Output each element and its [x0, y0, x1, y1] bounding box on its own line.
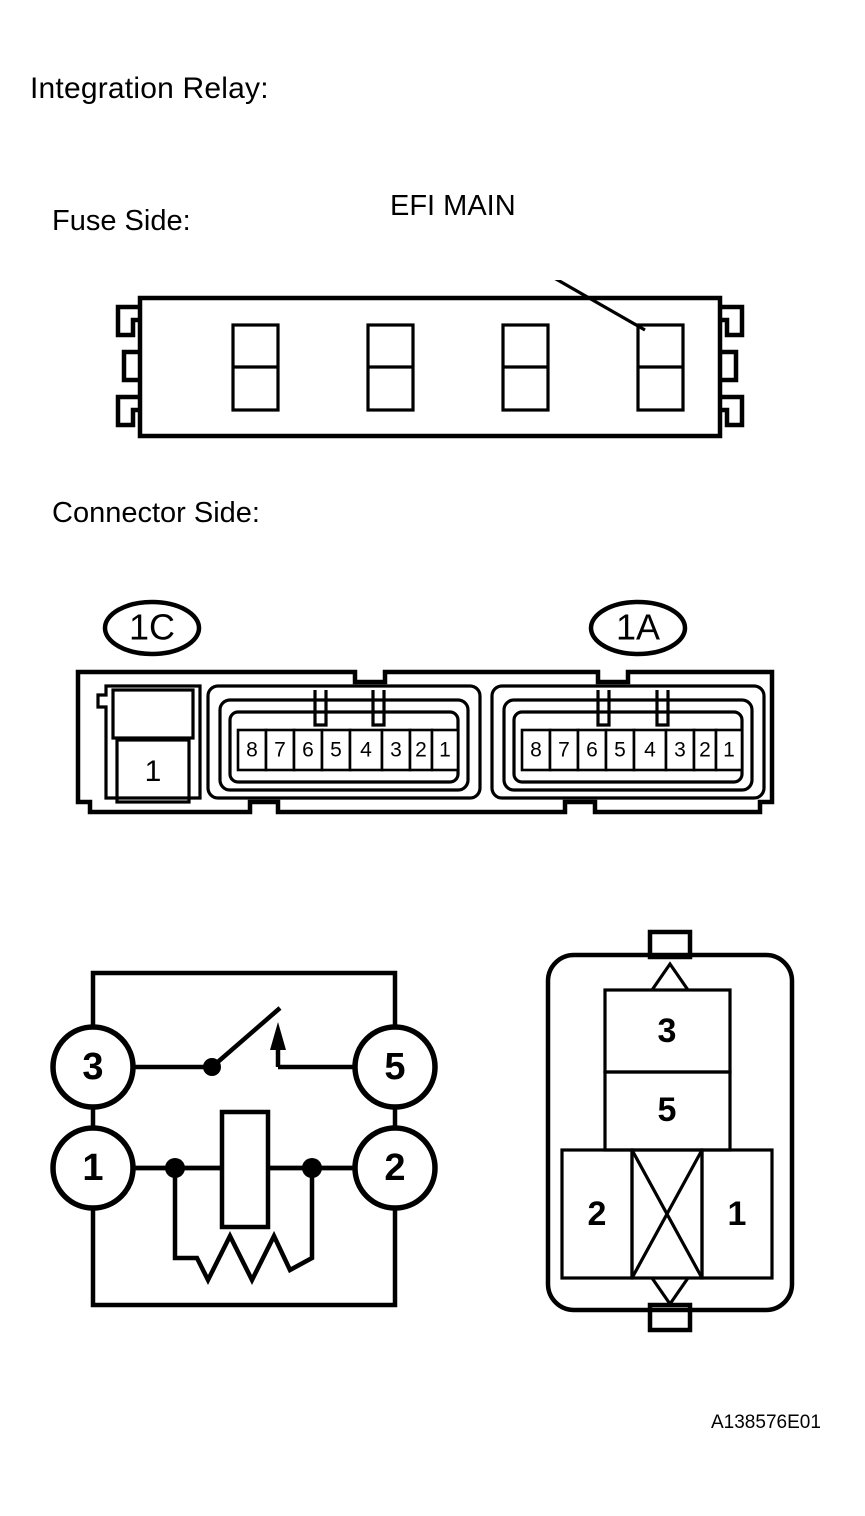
fuse-side-heading: Fuse Side: — [52, 205, 191, 237]
efi-main-callout-label: EFI MAIN — [390, 190, 516, 222]
terminal-cell-3-label: 3 — [658, 1012, 677, 1050]
terminal-body-outline — [545, 952, 795, 1313]
relay-schematic-figure: 3 5 1 2 — [50, 970, 438, 1308]
pin-cell: 2 — [415, 739, 427, 762]
pin-cell: 1 — [439, 739, 451, 762]
pin-cell: 2 — [699, 739, 711, 762]
terminal-cell-1-label: 1 — [728, 1195, 747, 1233]
schematic-terminal-1-label: 1 — [82, 1147, 103, 1189]
left-block-lower-cavity — [115, 738, 191, 804]
terminal-cell-2-label: 2 — [588, 1195, 607, 1233]
fuse-slot — [501, 323, 550, 412]
connector-side-figure: 1C 1A 1 8 7 — [75, 599, 775, 815]
terminal-bottom-chevron-icon — [650, 1277, 690, 1307]
pin-row-1a: 8 7 6 5 4 3 2 1 — [520, 728, 744, 772]
fuse-slot — [366, 323, 415, 412]
schematic-terminal-2: 2 — [352, 1125, 438, 1211]
schematic-terminal-3: 3 — [50, 1024, 136, 1110]
pin-group-1a: 8 7 6 5 4 3 2 1 — [490, 684, 766, 800]
terminal-cell-5-label: 5 — [658, 1091, 677, 1129]
schematic-switch-blade — [210, 1006, 282, 1069]
fuse-side-figure — [115, 280, 745, 439]
schematic-terminal-5-label: 5 — [384, 1046, 405, 1088]
pin-cell: 8 — [246, 739, 258, 762]
terminal-cell-2: 2 — [560, 1148, 634, 1280]
efi-main-leader-line — [554, 280, 646, 332]
terminal-cell-1: 1 — [700, 1148, 774, 1280]
schematic-switch-pivot-dot — [203, 1058, 221, 1076]
terminal-layout-figure: 3 5 2 1 — [545, 929, 795, 1333]
schematic-arrow-head — [270, 1022, 286, 1050]
schematic-terminal-2-label: 2 — [384, 1147, 405, 1189]
left-block-cavity-label: 1 — [145, 755, 162, 788]
pin-row-1c: 8 7 6 5 4 3 2 1 — [236, 728, 460, 772]
connector-left-block: 1 — [96, 684, 202, 804]
page-title: Integration Relay: — [30, 72, 269, 105]
schematic-top-bus — [90, 970, 398, 1027]
terminal-cell-5: 5 — [603, 1070, 732, 1152]
pin-group-1c: 8 7 6 5 4 3 2 1 — [206, 684, 482, 800]
connector-side-heading: Connector Side: — [52, 497, 260, 529]
connector-tag-1c-label: 1C — [129, 607, 175, 648]
fuse-slot — [231, 323, 280, 412]
pin-cell: 8 — [530, 739, 542, 762]
connector-tag-1a: 1A — [588, 599, 688, 657]
fuse-right-tabs — [720, 304, 745, 428]
schematic-bottom-bus — [90, 1208, 398, 1308]
pin-cell: 3 — [674, 739, 686, 762]
schematic-resistor-branch — [172, 1168, 315, 1286]
pin-cell: 3 — [390, 739, 402, 762]
pin-cell: 7 — [274, 739, 286, 762]
pin-cell: 5 — [330, 739, 342, 762]
connector-tag-1a-label: 1A — [616, 607, 660, 648]
connector-housing-outline — [75, 669, 775, 815]
schematic-terminal-5: 5 — [352, 1024, 438, 1110]
pin-cell: 4 — [360, 739, 372, 762]
pin-cell: 6 — [586, 739, 598, 762]
reference-code: A138576E01 — [711, 1412, 821, 1433]
fuse-left-tabs — [115, 304, 140, 428]
pin-cell: 5 — [614, 739, 626, 762]
connector-tag-1c: 1C — [102, 599, 202, 657]
schematic-terminal-3-label: 3 — [82, 1046, 103, 1088]
pin-cell: 7 — [558, 739, 570, 762]
fuse-body-outline — [137, 295, 723, 439]
left-block-upper-cavity — [111, 688, 195, 740]
fuse-slot-efi-main — [636, 323, 685, 412]
schematic-terminal-1: 1 — [50, 1125, 136, 1211]
schematic-coil-body — [219, 1109, 271, 1230]
terminal-top-chevron-icon — [650, 961, 690, 991]
pin-cell: 6 — [302, 739, 314, 762]
pin-cell: 1 — [723, 739, 735, 762]
terminal-cell-3: 3 — [603, 988, 732, 1074]
terminal-cell-cross — [630, 1148, 704, 1280]
pin-cell: 4 — [644, 739, 656, 762]
